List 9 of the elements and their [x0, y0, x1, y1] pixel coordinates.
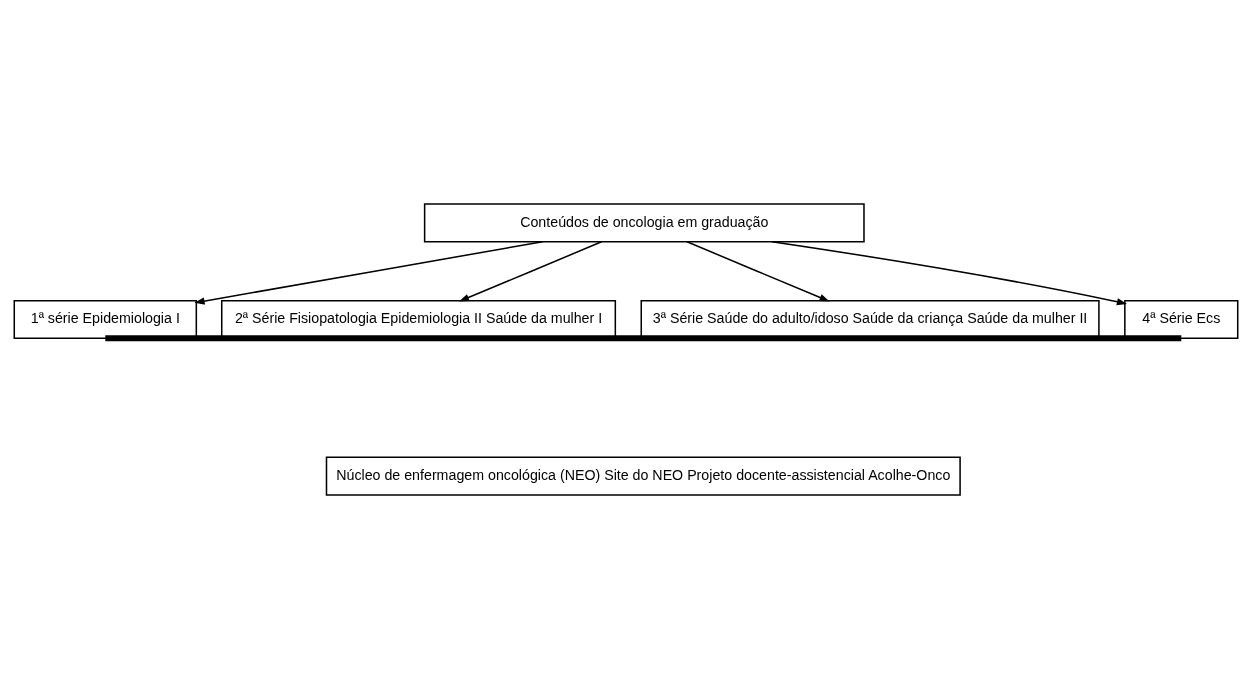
arrow	[685, 241, 830, 302]
connector	[104, 335, 1181, 342]
arrow	[193, 241, 543, 305]
node-box: 4ª Série Ecs	[1123, 299, 1238, 340]
node-box: Conteúdos de oncologia em graduação	[423, 203, 865, 243]
node-box: 1ª série Epidemiologia I	[13, 299, 197, 340]
arrow	[770, 240, 1127, 306]
arrow	[458, 241, 602, 302]
node-box: Núcleo de enfermagem oncológica (NEO) Site do NEO Projeto docente-assistencial Acolhe-Onco	[325, 456, 961, 496]
